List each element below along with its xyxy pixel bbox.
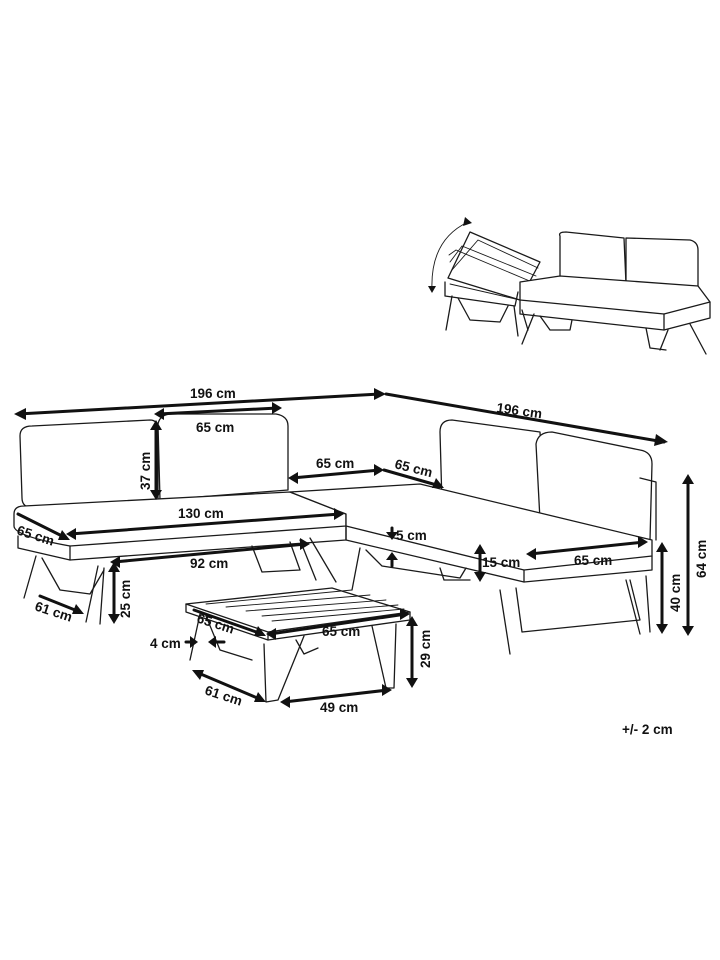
label-corner-width-a: 65 cm xyxy=(316,456,354,471)
label-corner-width-b: 65 cm xyxy=(393,456,434,480)
reclining-sofa-inset-illustration xyxy=(428,217,711,355)
label-table-frame-thickness: 4 cm xyxy=(150,636,181,651)
label-ground-clearance: 25 cm xyxy=(118,580,133,618)
label-table-height: 29 cm xyxy=(418,630,433,668)
label-under-seat-width: 92 cm xyxy=(190,556,228,571)
right-bench-illustration xyxy=(289,419,657,655)
label-total-height: 64 cm xyxy=(694,540,709,578)
label-seat-height: 40 cm xyxy=(668,574,683,612)
label-sofa-total-width-left: 196 cm xyxy=(190,386,236,401)
label-sofa-total-width-right: 196 cm xyxy=(496,400,543,421)
label-table-leg-depth: 61 cm xyxy=(203,683,244,709)
dimension-lines xyxy=(14,388,694,708)
label-backrest-height: 37 cm xyxy=(138,452,153,490)
label-tolerance: +/- 2 cm xyxy=(622,722,673,737)
coffee-table-illustration xyxy=(185,587,411,703)
label-backrest-cushion-width: 65 cm xyxy=(196,420,234,435)
label-seat-cushion-thickness: 5 cm xyxy=(396,528,427,543)
label-table-width: 65 cm xyxy=(322,624,360,639)
label-seat-length: 130 cm xyxy=(178,506,224,521)
label-table-leg-width: 49 cm xyxy=(320,700,358,715)
label-right-seat-cushion-width: 65 cm xyxy=(574,553,612,568)
label-seat-height-right: 15 cm xyxy=(482,555,520,570)
